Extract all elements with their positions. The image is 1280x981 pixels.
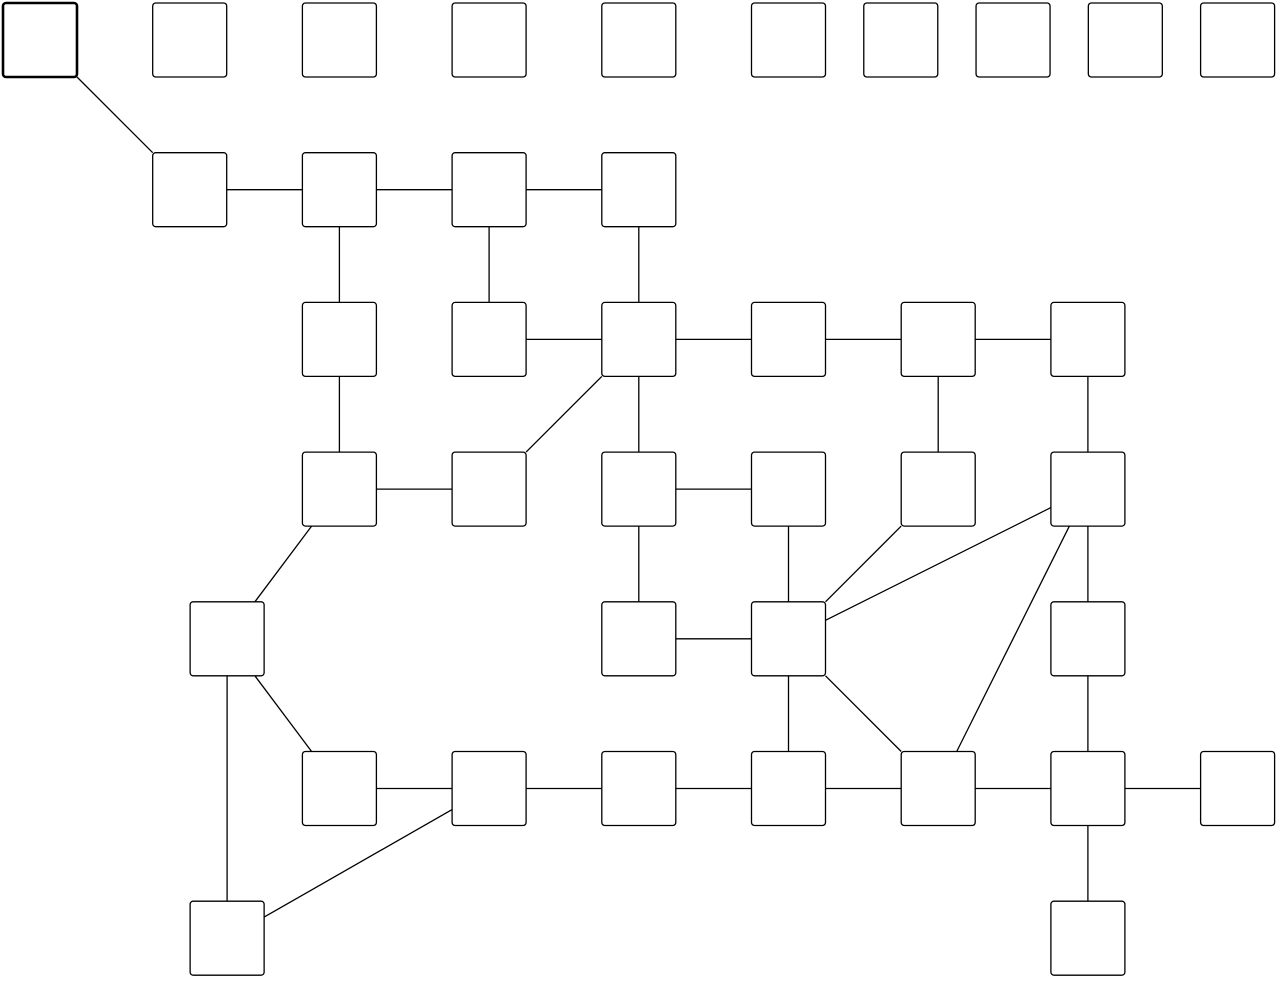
node-box[interactable]: [1199, 750, 1276, 827]
node-box[interactable]: [975, 2, 1051, 78]
node-box[interactable]: [189, 900, 265, 976]
node-box[interactable]: [900, 451, 976, 527]
node-box[interactable]: [601, 601, 677, 677]
edge-n20-n26: [254, 525, 313, 603]
edge-n16-n21: [525, 375, 603, 453]
node-box[interactable]: [1087, 2, 1163, 78]
node-box[interactable]: [451, 2, 527, 78]
edge-n31-n37: [263, 809, 453, 918]
node-box[interactable]: [601, 451, 677, 527]
node-box[interactable]: [1050, 601, 1126, 677]
node-box[interactable]: [451, 451, 527, 527]
node-box[interactable]: [601, 2, 677, 78]
node-box[interactable]: [451, 750, 527, 827]
node-box[interactable]: [451, 301, 527, 378]
node-box[interactable]: [189, 601, 265, 677]
node-box[interactable]: [750, 301, 827, 378]
node-box[interactable]: [451, 152, 527, 228]
node-box-selected[interactable]: [1, 1, 79, 79]
node-box[interactable]: [1199, 2, 1276, 78]
node-box[interactable]: [601, 750, 677, 827]
edge-n0-n10: [76, 76, 154, 154]
node-box[interactable]: [1050, 900, 1126, 976]
node-box[interactable]: [1050, 451, 1126, 527]
edge-n26-n30: [254, 675, 313, 752]
node-box[interactable]: [301, 451, 378, 527]
node-box[interactable]: [750, 750, 827, 827]
node-box[interactable]: [601, 301, 677, 378]
node-box[interactable]: [900, 301, 976, 378]
node-box[interactable]: [1050, 301, 1126, 378]
node-box[interactable]: [750, 451, 827, 527]
node-box[interactable]: [152, 2, 228, 78]
node-box[interactable]: [152, 152, 228, 228]
node-box[interactable]: [301, 750, 378, 827]
node-box[interactable]: [750, 601, 827, 677]
edge-layer: [76, 76, 1201, 918]
node-box[interactable]: [750, 2, 827, 78]
edge-n28-n34: [825, 675, 902, 752]
node-box[interactable]: [301, 152, 378, 228]
edge-n25-n28: [825, 507, 1052, 621]
edge-n25-n34: [956, 525, 1070, 752]
node-box[interactable]: [1050, 750, 1126, 827]
edge-n24-n28: [825, 525, 902, 603]
node-box[interactable]: [900, 750, 976, 827]
node-box[interactable]: [863, 2, 939, 78]
node-box[interactable]: [301, 2, 378, 78]
node-box[interactable]: [301, 301, 378, 378]
node-box[interactable]: [601, 152, 677, 228]
